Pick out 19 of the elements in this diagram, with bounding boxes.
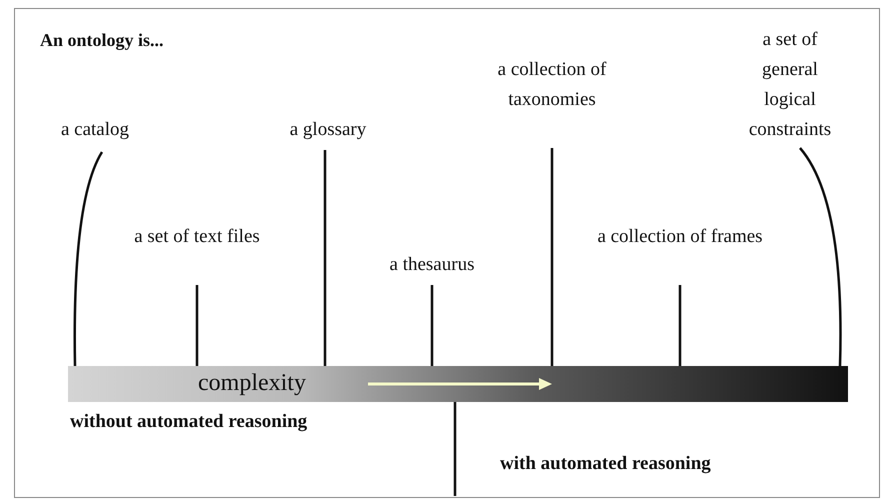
region-label: with automated reasoning	[500, 452, 712, 476]
leader-line	[550, 148, 554, 366]
term-label: a collection of taxonomies	[487, 55, 617, 115]
axis-label: complexity	[198, 369, 306, 398]
leader-line	[678, 285, 682, 366]
term-label: a catalog	[40, 115, 150, 145]
leader-line	[324, 150, 326, 366]
leader-line	[799, 147, 842, 366]
leader-line	[73, 151, 104, 366]
title: An ontology is...	[40, 29, 164, 52]
term-label: a set of general logical constraints	[735, 25, 845, 145]
term-label: a thesaurus	[352, 250, 512, 280]
leader-line	[196, 285, 198, 366]
leader-line	[430, 285, 434, 366]
term-label: a set of text files	[122, 222, 272, 252]
gradient-bar	[68, 366, 848, 402]
term-label: a glossary	[263, 115, 393, 145]
region-label: without automated reasoning	[70, 410, 308, 434]
term-label: a collection of frames	[585, 222, 775, 252]
